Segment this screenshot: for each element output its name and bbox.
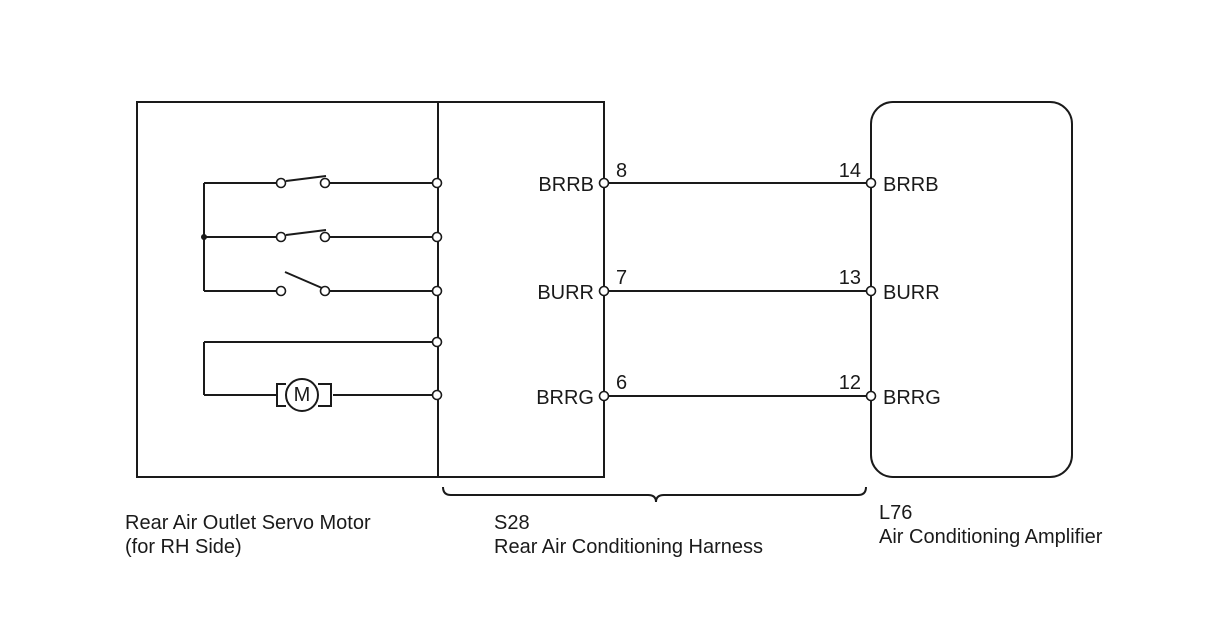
amplifier-caption: L76 Air Conditioning Amplifier — [879, 501, 1102, 549]
switch-terminal — [275, 177, 287, 189]
harness-pin-number: 8 — [616, 160, 627, 182]
servo-motor-caption-line1: Rear Air Outlet Servo Motor — [125, 512, 371, 534]
amplifier-name: Air Conditioning Amplifier — [879, 526, 1103, 548]
motor-icon — [285, 378, 319, 412]
switch-contact — [284, 271, 323, 289]
motor-label: M — [294, 384, 311, 406]
harness-pin-signal: BRRG — [536, 387, 594, 409]
harness-code: S28 — [494, 512, 530, 534]
switch-terminal — [319, 231, 331, 243]
amplifier-pin-number: 12 — [839, 372, 861, 394]
harness-caption: S28 Rear Air Conditioning Harness — [494, 511, 763, 559]
junction-dot — [201, 234, 207, 240]
servo-connector-terminals — [431, 177, 443, 401]
servo-motor-box — [136, 101, 439, 478]
switch-contact — [285, 175, 327, 182]
switch-terminal — [275, 231, 287, 243]
harness-pin-signal: BRRB — [538, 174, 594, 196]
servo-motor-caption-line2: (for RH Side) — [125, 536, 242, 558]
switch-terminal — [319, 285, 331, 297]
amplifier-pin-signal: BRRG — [883, 387, 941, 409]
amplifier-pin-number: 14 — [839, 160, 861, 182]
amplifier-pin-number: 13 — [839, 267, 861, 289]
switch-network — [201, 175, 432, 297]
switch-terminal — [319, 177, 331, 189]
amplifier-code: L76 — [879, 502, 913, 524]
switch-contact — [285, 229, 327, 236]
harness-brace — [442, 486, 867, 503]
harness-name: Rear Air Conditioning Harness — [494, 536, 764, 558]
amplifier-pin-signal: BRRB — [883, 174, 939, 196]
harness-wires — [598, 177, 877, 402]
harness-pin-number: 7 — [616, 267, 627, 289]
servo-motor-caption: Rear Air Outlet Servo Motor (for RH Side… — [125, 511, 371, 559]
harness-pin-number: 6 — [616, 372, 627, 394]
harness-pin-signal: BURR — [537, 282, 594, 304]
motor-circuit: M — [203, 341, 432, 412]
amplifier-pin-signal: BURR — [883, 282, 940, 304]
switch-terminal — [275, 285, 287, 297]
